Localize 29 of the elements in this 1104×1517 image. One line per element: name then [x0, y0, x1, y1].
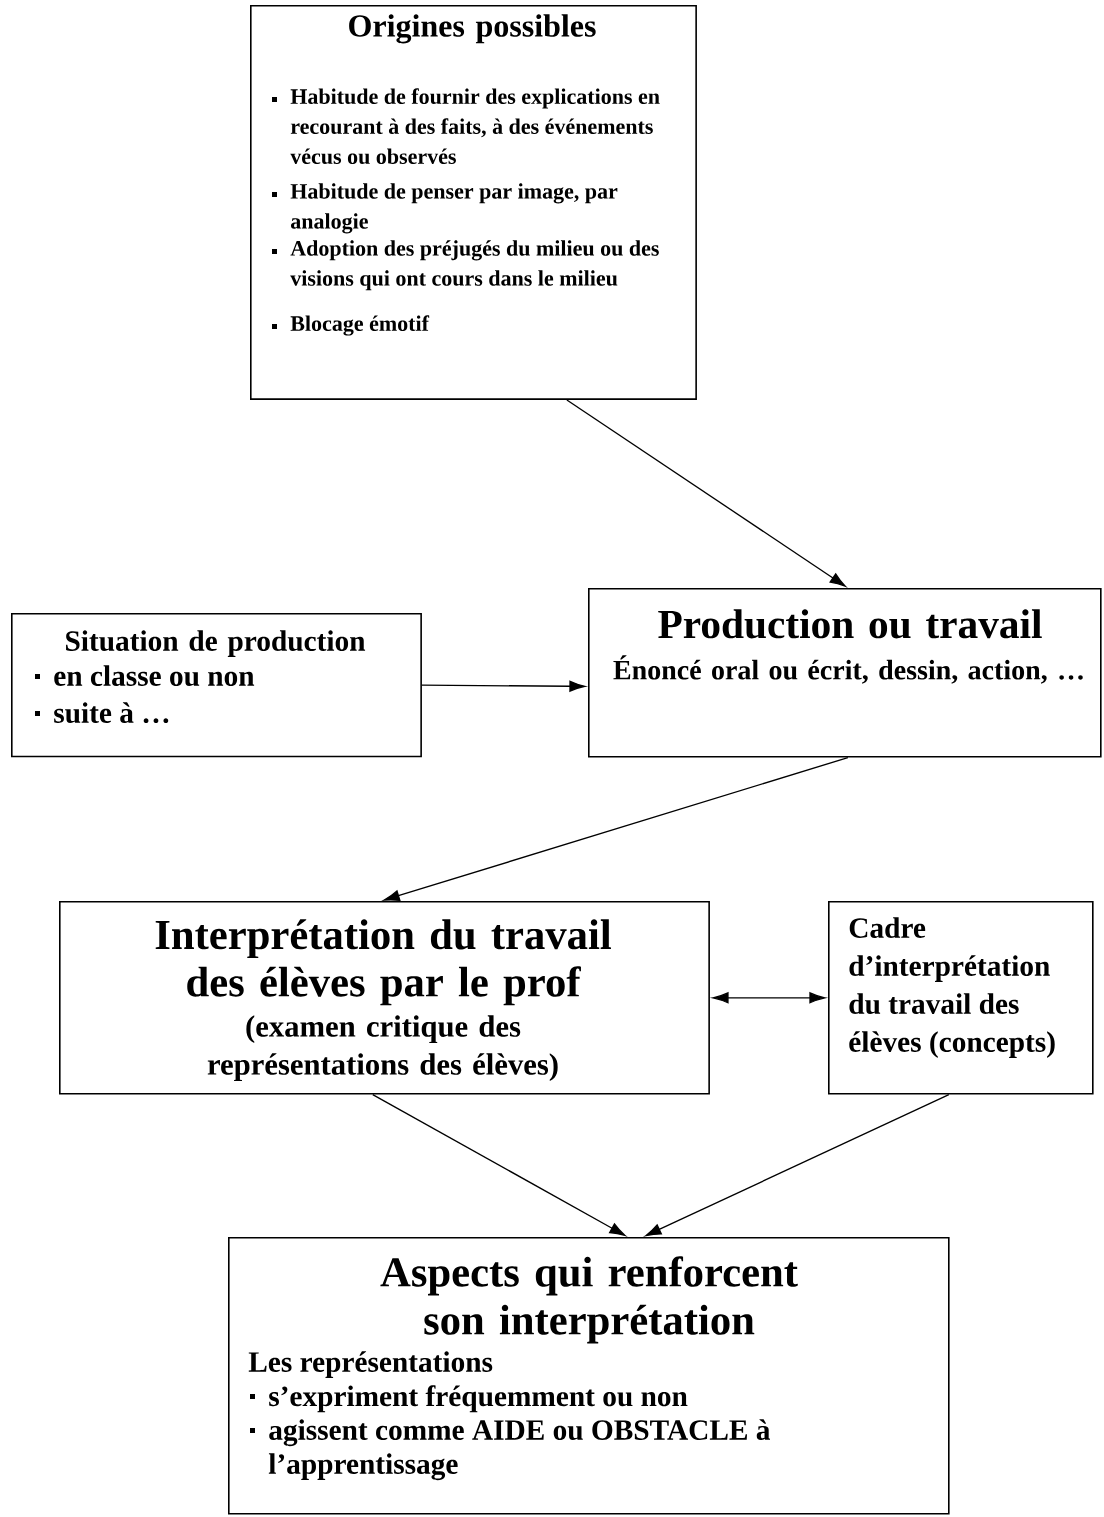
box-text: Situation de production — [66, 630, 366, 657]
text-box — [11, 613, 422, 758]
box-text: Aspects qui renforcent son interprétation — [380, 1256, 798, 1344]
box-text: Énoncé oral ou écrit, dessin, action, … — [613, 655, 1083, 684]
box-text: en classe ou non — [54, 665, 255, 686]
arrow — [372, 1093, 626, 1237]
arrow — [383, 756, 849, 902]
arrow — [421, 680, 586, 692]
box-text: Adoption des préjugés du milieu ou des visions qui ont cours dans le milieu — [290, 240, 659, 291]
box-text: Les représentations — [248, 1351, 493, 1378]
arrow — [566, 399, 846, 587]
text-box — [588, 588, 1102, 758]
box-text: s’expriment fréquemment ou non — [269, 1385, 688, 1413]
box-text: Cadre d’interprétation du travail des élèves (concepts) — [849, 917, 1055, 1058]
arrow — [645, 1093, 950, 1237]
text-box — [228, 1237, 950, 1515]
box-text: Blocage émotif — [290, 315, 430, 336]
text-box — [59, 901, 710, 1095]
arrow — [712, 992, 826, 1004]
box-text: Habitude de fournir des explications en recourant à des faits, à des événements vécus ou observés — [290, 88, 660, 165]
box-text: Habitude de penser par image, par analogie — [290, 183, 618, 234]
box-text: Origines possibles — [349, 14, 596, 44]
box-text: agissent comme AIDE ou OBSTACLE à l’apprentissage — [268, 1419, 770, 1481]
text-box — [828, 901, 1094, 1095]
text-box — [250, 5, 697, 400]
box-text: suite à … — [54, 702, 169, 724]
box-text: Production ou travail — [658, 609, 1042, 639]
box-text: (examen critique des représentations des élèves) — [207, 1015, 558, 1082]
box-text: Interprétation du travail des élèves par le prof — [155, 919, 611, 1006]
